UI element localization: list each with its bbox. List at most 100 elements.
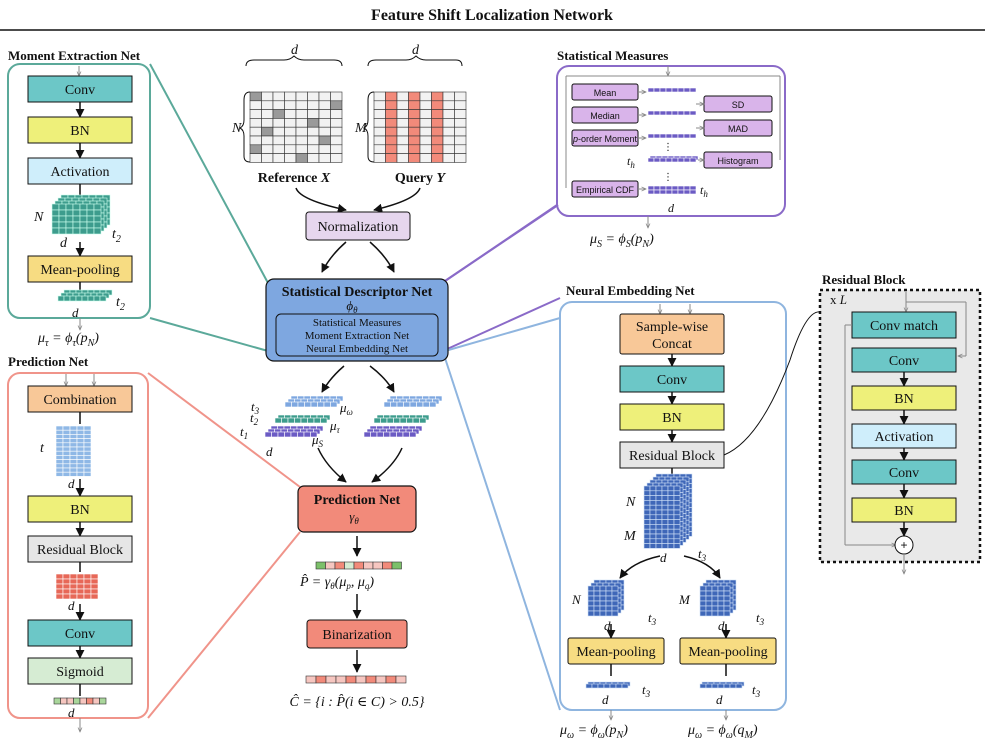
query-cell xyxy=(396,126,409,137)
descriptor-s-cell xyxy=(402,431,410,438)
stat-ecdf-cell xyxy=(677,189,685,195)
stat-mad: MAD xyxy=(728,124,749,134)
moment-tensor-cell xyxy=(79,203,88,211)
stat-title: Statistical Measures xyxy=(557,48,668,63)
chat-cell xyxy=(395,675,407,684)
neural-split-cell xyxy=(611,600,619,607)
stat-vector-cell xyxy=(677,133,685,139)
funnel-lines xyxy=(147,63,561,719)
reference-cell xyxy=(318,109,331,119)
descriptor-tau-cell xyxy=(313,417,321,424)
prediction-d2-label: d xyxy=(68,598,75,613)
neural-pool-cell xyxy=(717,683,725,689)
neural-tensor-cell xyxy=(673,485,681,492)
reference-cell xyxy=(272,100,285,110)
prediction-tensor-cell xyxy=(55,471,64,477)
neural-meanpool-left: Mean-pooling xyxy=(576,645,655,660)
reference-cell xyxy=(318,126,331,137)
prediction-tensor-cell xyxy=(83,438,92,444)
neural-tensor-cell xyxy=(649,538,657,544)
stat-vector-cell xyxy=(659,133,667,139)
stat-frame xyxy=(556,65,786,217)
phat-cell xyxy=(391,561,402,570)
prediction-tensor-cell xyxy=(69,463,78,469)
moment-bn: BN xyxy=(70,124,89,139)
neural-split-cell xyxy=(587,605,595,612)
descriptor-omega-cell xyxy=(416,401,424,408)
prediction-combination: Combination xyxy=(43,393,116,408)
moment-tensor-cell xyxy=(93,209,102,217)
neural-pool-cell xyxy=(705,683,713,689)
reference-cell xyxy=(284,126,297,137)
moment-pooled-cell xyxy=(57,295,65,302)
prediction-net-box xyxy=(297,485,417,533)
prediction-tensor-cell xyxy=(83,429,92,435)
query-cell xyxy=(431,135,444,146)
query-cell xyxy=(408,118,421,128)
prediction-tensor-cell xyxy=(83,455,92,460)
moment-tensor-cell xyxy=(86,209,95,217)
neural-tensor-cell xyxy=(661,524,669,530)
stat-vectors: ⋮⋮ xyxy=(638,87,704,195)
moment-tensor-cell xyxy=(93,221,102,229)
neural-split-cell xyxy=(717,585,725,592)
neural-pool-cell xyxy=(615,683,623,689)
neural-split-cell xyxy=(605,600,613,607)
stat-sd: SD xyxy=(732,100,745,110)
descriptor-tau-cell xyxy=(393,417,401,424)
stat-hist-cell xyxy=(683,157,691,163)
chat-cell xyxy=(325,675,337,684)
neural-split-cell xyxy=(605,590,613,597)
prediction-conv-box xyxy=(27,619,133,647)
neural-split-cell xyxy=(611,610,619,617)
phat-cell xyxy=(382,561,393,570)
neural-pool-cell xyxy=(723,683,731,689)
neural-tensor-cell xyxy=(667,500,675,506)
neural-split-cell xyxy=(717,590,725,597)
prediction-tensor-cell xyxy=(55,459,64,465)
reference-cell xyxy=(249,109,262,119)
reference-cell xyxy=(318,118,331,128)
stat-ellipsis: ⋮ xyxy=(663,172,673,183)
moment-tensor-cell xyxy=(65,209,74,217)
stat-vector-cell xyxy=(671,110,679,116)
prediction-tensor-cell xyxy=(62,438,71,444)
descriptor-omega-cell xyxy=(422,401,430,408)
stat-hist-cell xyxy=(659,157,667,163)
descriptor-s-cell xyxy=(297,431,305,438)
neural-d2-label: d xyxy=(604,618,611,633)
prediction-residual-cell xyxy=(90,593,99,600)
prediction-residual-cell xyxy=(76,583,85,590)
moment-pooled-cell xyxy=(75,295,83,302)
query-cell xyxy=(454,144,467,154)
stat-vector-cell xyxy=(659,110,667,116)
prediction-bn-box xyxy=(27,495,133,523)
stat-ecdf-cell xyxy=(659,185,667,191)
reference-cell xyxy=(261,135,274,146)
binarization-box xyxy=(306,619,408,649)
prediction-tensor-cell xyxy=(55,450,64,456)
prediction-net-title: Prediction Net xyxy=(314,493,401,508)
neural-pool-cell xyxy=(729,683,737,689)
statistical-measures-panel: Statistical Measures Mean Median p-order… xyxy=(556,48,786,250)
descriptor-omega-cell xyxy=(403,401,411,408)
stat-vector-cell xyxy=(689,110,697,116)
descriptor-tau-cell xyxy=(380,417,388,424)
neural-tensor-cell xyxy=(661,509,669,516)
descriptor-tau-cell xyxy=(287,417,295,424)
reference-cell xyxy=(318,135,331,146)
query-cell xyxy=(454,118,467,128)
prediction-tensor-cell xyxy=(69,459,78,465)
neural-split-cell xyxy=(699,605,707,612)
prediction-residual-cell xyxy=(62,583,71,590)
neural-tensor-cell xyxy=(673,514,681,520)
neural-tensor-cell xyxy=(643,528,651,535)
prediction-tensor-cell xyxy=(76,450,85,456)
prediction-residual-cell xyxy=(62,578,71,585)
descriptor-tau-cell xyxy=(294,417,302,424)
query-label: Query Y xyxy=(395,171,447,186)
residual-conv1: Conv xyxy=(889,354,919,369)
descriptor-s-cell xyxy=(363,431,371,438)
moment-tensor-cell xyxy=(93,227,102,235)
neural-pooled-vectors xyxy=(585,681,745,689)
